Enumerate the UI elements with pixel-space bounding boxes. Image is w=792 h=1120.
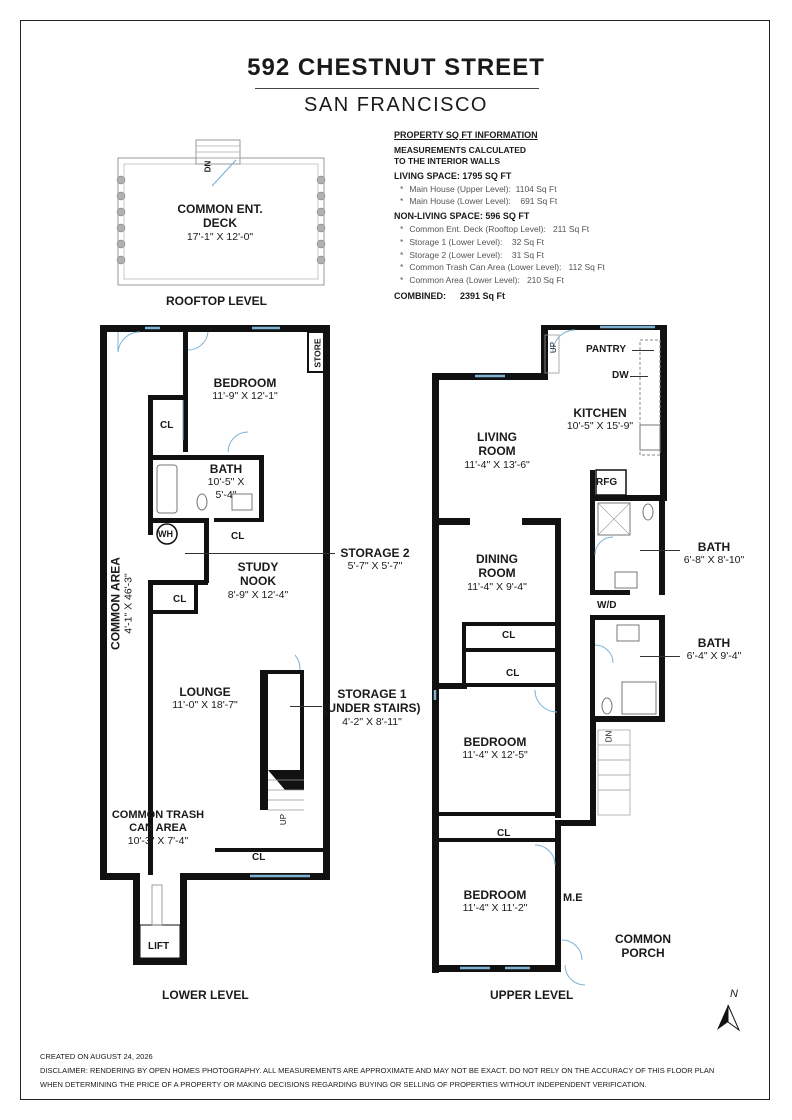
washer-dryer-label: W/D: [597, 600, 617, 611]
north-label: N: [730, 988, 738, 1000]
pantry-label: PANTRY: [586, 344, 626, 355]
store-label: STORE: [312, 338, 323, 368]
nonliving-item: *Common Trash Can Area (Lower Level): 11…: [400, 262, 605, 273]
living-title: LIVING SPACE: 1795 SQ FT: [394, 170, 512, 181]
lower-level-label: LOWER LEVEL: [162, 988, 249, 1002]
bath2-leader-line: [640, 656, 680, 657]
lower-cl-label-4: CL: [252, 852, 266, 863]
mechanical-label: M.E: [563, 892, 583, 904]
storage1-label: STORAGE 1(UNDER STAIRS) 4'-2" X 8'-11": [323, 687, 421, 728]
combined-total: COMBINED:2391 Sq Ft: [394, 291, 506, 302]
disclaimer-line-1: DISCLAIMER: RENDERING BY OPEN HOMES PHOT…: [40, 1066, 715, 1075]
dw-leader-line: [630, 376, 648, 377]
storage2-leader-line: [185, 553, 335, 554]
page-title: 592 CHESTNUT STREET: [247, 54, 545, 81]
bath1-leader-line: [640, 550, 680, 551]
upper-cl-label-2: CL: [506, 668, 520, 679]
info-heading: PROPERTY SQ FT INFORMATION: [394, 130, 538, 140]
pantry-leader-line: [632, 350, 654, 351]
upper-dn-label: DN: [604, 730, 614, 743]
dw-label: DW: [612, 370, 629, 381]
nonliving-item: *Storage 2 (Lower Level): 31 Sq Ft: [400, 249, 544, 260]
page-subtitle: SAN FRANCISCO: [304, 94, 488, 116]
nonliving-item: *Storage 1 (Lower Level): 32 Sq Ft: [400, 236, 544, 247]
info-note-2: TO THE INTERIOR WALLS: [394, 155, 501, 166]
lift-label: LIFT: [148, 941, 170, 952]
disclaimer-line-2: WHEN DETERMINING THE PRICE OF A PROPERTY…: [40, 1080, 647, 1089]
upper-cl-label-3: CL: [497, 828, 511, 839]
lower-up-label: UP: [279, 813, 289, 826]
info-note-1: MEASUREMENTS CALCULATED: [394, 145, 527, 156]
deck-dn-label: DN: [203, 160, 213, 173]
lower-cl-label: CL: [160, 420, 174, 431]
nonliving-item: *Common Ent. Deck (Rooftop Level): 211 S…: [400, 224, 590, 235]
lower-level-plan: [100, 325, 330, 965]
living-item: *Main House (Upper Level): 1104 Sq Ft: [400, 183, 557, 194]
rooftop-deck: [116, 139, 326, 286]
living-item: *Main House (Lower Level): 691 Sq Ft: [400, 196, 558, 207]
upper-cl-label-1: CL: [502, 630, 516, 641]
upper-up-label: UP: [549, 341, 559, 354]
page-frame: [20, 20, 770, 1100]
title-divider: [255, 88, 539, 89]
rooftop-level-label: ROOFTOP LEVEL: [166, 294, 267, 308]
deck-label: COMMON ENT.DECK 17'-1" X 12'-0": [177, 202, 263, 243]
sqft-info: PROPERTY SQ FT INFORMATION MEASUREMENTS …: [394, 130, 694, 303]
north-arrow-icon: [717, 1004, 741, 1032]
rfg-label: RFG: [596, 477, 618, 488]
upper-level-plan: [432, 325, 667, 986]
created-date: CREATED ON AUGUST 24, 2026: [40, 1052, 153, 1061]
lower-cl-label-3: CL: [173, 594, 187, 605]
upper-level-label: UPPER LEVEL: [490, 988, 574, 1002]
lower-cl-label-2: CL: [231, 531, 245, 542]
nonliving-title: NON-LIVING SPACE: 596 SQ FT: [394, 211, 530, 221]
storage1-leader-line: [290, 706, 322, 707]
nonliving-item: *Common Area (Lower Level): 210 Sq Ft: [400, 274, 564, 285]
water-heater-label: WH: [158, 529, 173, 539]
